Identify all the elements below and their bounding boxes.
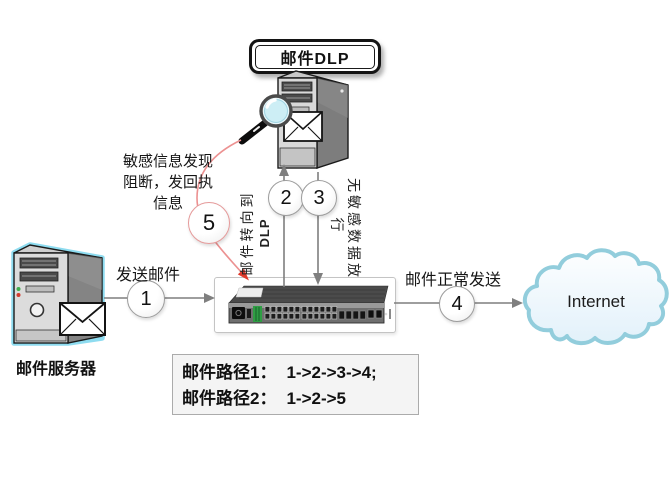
step-number: 3 — [313, 186, 325, 209]
legend-path2-label: 邮件路径2： — [182, 389, 277, 408]
block-notice-line3: 信息 — [152, 195, 183, 212]
send-mail-label: 发送邮件 — [116, 267, 181, 284]
legend-path2-value: 1->2->5 — [286, 389, 347, 408]
step-circle-1: 1 — [127, 280, 165, 318]
step-circle-2: 2 — [268, 180, 304, 216]
network-switch-box — [214, 277, 396, 333]
release-line1: 无敏感数据放 — [346, 178, 362, 280]
block-notice-label: 敏感信息发现 阻断，发回执 信息 — [118, 151, 218, 214]
step-circle-3: 3 — [301, 180, 337, 216]
redirect-line1: 邮件转向到 — [239, 190, 255, 276]
mail-server-icon — [11, 242, 106, 346]
redirect-line2: DLP — [257, 218, 272, 248]
step-number: 2 — [280, 186, 292, 209]
release-label: 无敏感数据放 行 — [326, 178, 362, 280]
step-circle-4: 4 — [439, 286, 475, 322]
step-number: 4 — [451, 292, 463, 315]
envelope-icon — [59, 302, 106, 336]
dlp-server-icon — [238, 70, 349, 169]
internet-label: Internet — [567, 292, 625, 311]
envelope-icon — [283, 111, 323, 142]
release-line2: 行 — [329, 217, 345, 235]
legend-path1-label: 邮件路径1： — [182, 363, 277, 382]
magnifier-icon — [238, 94, 293, 145]
dlp-title: 邮件DLP — [255, 44, 375, 69]
internet-cloud-icon — [522, 248, 669, 345]
redirect-to-dlp-label: 邮件转向到 DLP — [239, 187, 275, 279]
legend-box: 邮件路径1： 1->2->3->4; 邮件路径2： 1->2->5 — [172, 354, 419, 415]
legend-path1-value: 1->2->3->4; — [286, 363, 377, 382]
network-switch-icon — [228, 285, 391, 324]
legend-row-1: 邮件路径1： 1->2->3->4; — [182, 360, 418, 386]
legend-row-2: 邮件路径2： 1->2->5 — [182, 386, 418, 412]
block-notice-line2: 阻断，发回执 — [122, 174, 213, 191]
dlp-title-box: 邮件DLP — [249, 39, 381, 74]
normal-send-label: 邮件正常发送 — [405, 272, 502, 289]
step-number: 1 — [140, 287, 152, 310]
mail-server-label: 邮件服务器 — [15, 361, 96, 378]
block-notice-line1: 敏感信息发现 — [122, 153, 213, 170]
